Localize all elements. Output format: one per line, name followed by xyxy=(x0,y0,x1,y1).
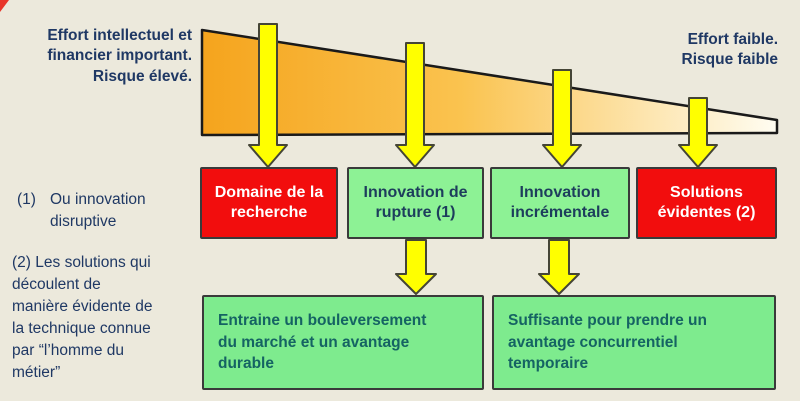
corner-marker xyxy=(0,0,9,12)
footnote-2-marker: (2) xyxy=(12,254,31,271)
category-box-solutions-evidentes: Solutions évidentes (2) xyxy=(636,167,777,239)
category-box-label: Solutions évidentes (2) xyxy=(657,184,756,221)
category-box-label: Innovation de rupture (1) xyxy=(363,184,468,221)
category-box-label: Innovation incrémentale xyxy=(510,184,610,221)
footnote-1-text: Ou innovation disruptive xyxy=(50,191,146,230)
label-low-effort: Effort faible. Risque faible xyxy=(681,31,778,69)
down-arrow-icon xyxy=(248,23,288,168)
category-box-label: Domaine de la recherche xyxy=(214,184,324,221)
down-arrow-icon xyxy=(678,97,718,168)
outcome-box-label: Entraine un bouleversement du marché et … xyxy=(218,312,427,373)
footnote-2-text: Les solutions qui découlent de manière é… xyxy=(12,254,153,381)
footnote-1-marker: (1) xyxy=(17,191,36,208)
effort-gradient-wedge xyxy=(200,28,779,137)
down-arrow-icon xyxy=(542,69,582,168)
down-arrow-icon xyxy=(395,42,435,168)
outcome-box-label: Suffisante pour prendre un avantage conc… xyxy=(508,312,707,373)
category-box-innovation-incrementale: Innovation incrémentale xyxy=(490,167,630,239)
outcome-box-incrementale: Suffisante pour prendre un avantage conc… xyxy=(492,295,776,390)
label-high-effort: Effort intellectuel et financier importa… xyxy=(47,27,192,85)
category-box-domaine-recherche: Domaine de la recherche xyxy=(200,167,338,239)
category-box-innovation-rupture: Innovation de rupture (1) xyxy=(347,167,484,239)
outcome-box-rupture: Entraine un bouleversement du marché et … xyxy=(202,295,484,390)
footnote-2: (2) Les solutions qui découlent de maniè… xyxy=(12,252,204,384)
footnote-1: (1) Ou innovation disruptive xyxy=(17,189,146,233)
down-arrow-icon xyxy=(395,239,437,295)
down-arrow-icon xyxy=(538,239,580,295)
